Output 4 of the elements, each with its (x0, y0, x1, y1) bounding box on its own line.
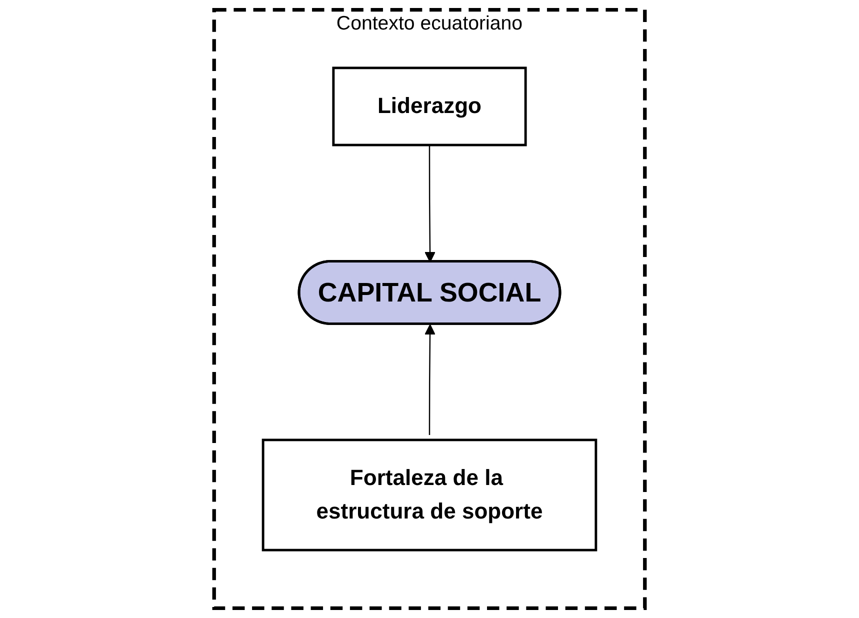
arrow (424, 324, 436, 436)
arrow (424, 145, 436, 262)
node-box (262, 438, 598, 552)
node-box (332, 66, 527, 146)
